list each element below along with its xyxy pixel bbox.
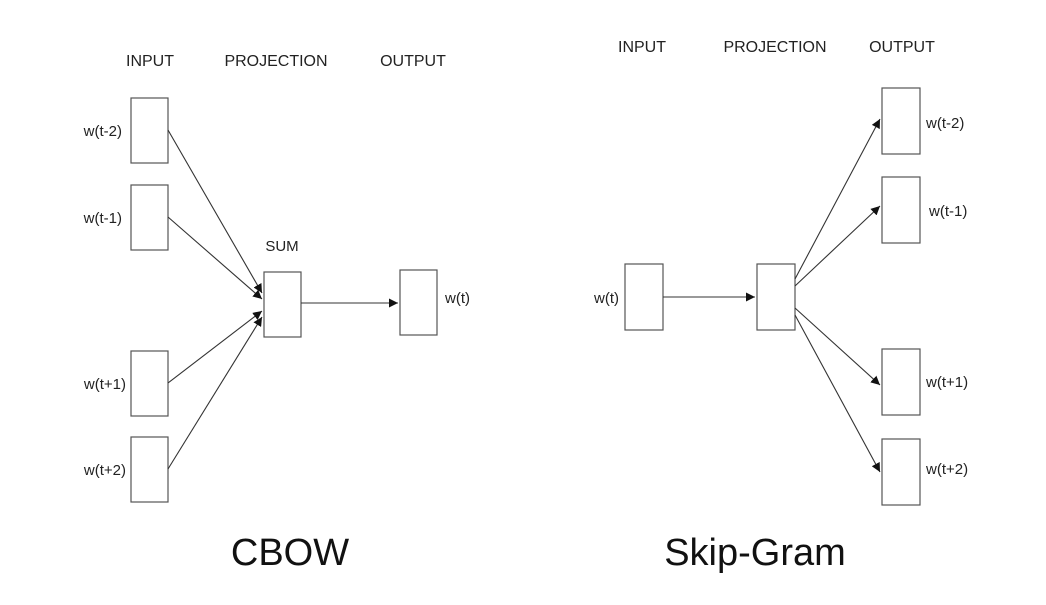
cbow-caption: CBOW — [231, 532, 349, 574]
skipgram-output-box — [881, 438, 921, 506]
cbow-input-label: w(t+1) — [83, 376, 126, 393]
skipgram-output-box — [881, 87, 921, 155]
skipgram-projection-header: PROJECTION — [723, 39, 826, 56]
skipgram-edge-arrow — [794, 314, 881, 473]
skipgram-output-label: w(t+2) — [925, 461, 968, 478]
cbow-sum-label: SUM — [265, 238, 298, 255]
cbow-input-label: w(t-1) — [83, 210, 122, 227]
skipgram-output-box — [881, 176, 921, 244]
cbow-input-label: w(t+2) — [83, 462, 126, 479]
skipgram-input-box — [624, 263, 664, 331]
cbow-output-label: w(t) — [444, 290, 470, 307]
cbow-edge-arrow — [167, 316, 263, 470]
cbow-edge-arrow — [167, 310, 263, 384]
cbow-input-header: INPUT — [126, 53, 174, 70]
skipgram-edge-arrow — [794, 307, 881, 386]
skipgram-projection-box — [756, 263, 796, 331]
cbow-input-box — [130, 436, 169, 503]
skipgram-diagram: INPUT PROJECTION OUTPUT w(t) w(t-2) w(t-… — [593, 39, 968, 574]
cbow-input-box — [130, 350, 169, 417]
skipgram-input-label: w(t) — [593, 290, 619, 307]
skipgram-output-label: w(t-1) — [928, 203, 967, 220]
cbow-output-box — [399, 269, 438, 336]
skipgram-output-box — [881, 348, 921, 416]
skipgram-caption: Skip-Gram — [664, 532, 846, 574]
cbow-input-box — [130, 184, 169, 251]
skipgram-edge-arrow — [794, 118, 881, 280]
skipgram-edge-arrow — [794, 205, 881, 287]
cbow-input-label: w(t-2) — [83, 123, 122, 140]
cbow-diagram: INPUT PROJECTION OUTPUT w(t-2) w(t-1) w(… — [83, 53, 470, 574]
cbow-edge-arrow — [167, 129, 263, 294]
cbow-projection-box — [263, 271, 302, 338]
skipgram-output-label: w(t+1) — [925, 374, 968, 391]
skipgram-output-header: OUTPUT — [869, 39, 935, 56]
cbow-edge-arrow — [167, 216, 263, 300]
skipgram-input-header: INPUT — [618, 39, 666, 56]
cbow-input-box — [130, 97, 169, 164]
skipgram-output-label: w(t-2) — [925, 115, 964, 132]
cbow-output-header: OUTPUT — [380, 53, 446, 70]
cbow-projection-header: PROJECTION — [224, 53, 327, 70]
